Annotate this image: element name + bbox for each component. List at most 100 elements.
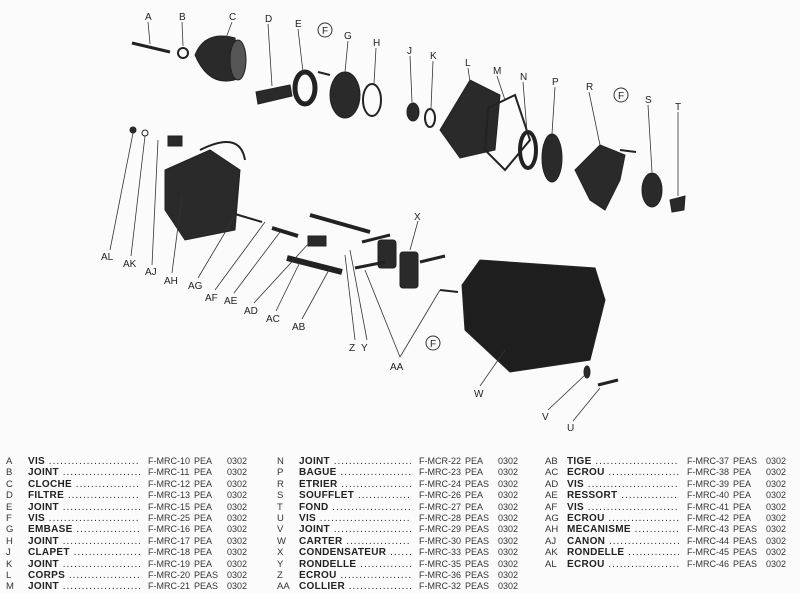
part-name: JOINT <box>28 467 140 478</box>
part-number: 0302 <box>766 490 787 501</box>
part-name: ÉCROU <box>567 559 679 570</box>
part-number: 0302 <box>227 467 248 478</box>
part-ref: S <box>277 490 284 502</box>
callout-t: T <box>675 102 681 113</box>
part-number: 0302 <box>227 478 248 489</box>
part-code: F-MRC-44 <box>687 535 729 546</box>
part-number: 0302 <box>498 569 519 580</box>
part-ref: C <box>6 478 13 490</box>
part-j-valve <box>406 102 420 122</box>
part-type: PEA <box>465 490 484 501</box>
part-number: 0302 <box>766 478 787 489</box>
callout-a: A <box>145 12 152 23</box>
part-name: CANON <box>567 536 679 547</box>
part-code: F-MRC-25 <box>148 512 190 523</box>
part-s-bellows <box>641 172 663 208</box>
part-ref: Z <box>277 569 283 581</box>
part-number: 0302 <box>498 558 519 569</box>
part-type: PEAS <box>465 569 490 580</box>
part-name: ÉTRIER <box>299 479 411 490</box>
part-ref: K <box>6 558 13 570</box>
part-number: 0302 <box>498 456 519 466</box>
part-ref: AA <box>277 581 290 593</box>
part-b-seal <box>177 47 189 59</box>
part-number: 0302 <box>227 569 248 580</box>
part-type: PEA <box>194 478 213 489</box>
part-name: BAGUE <box>299 467 411 478</box>
callout-al: AL <box>101 252 114 263</box>
part-ref: AL <box>545 558 557 570</box>
part-code: F-MRC-45 <box>687 547 729 558</box>
part-ref: F <box>6 512 12 524</box>
part-ref: AC <box>545 467 559 479</box>
callout-v: V <box>542 412 549 423</box>
callout-h: H <box>373 38 380 49</box>
part-ak-washer <box>141 129 149 137</box>
part-code: F-MRC-41 <box>687 501 729 512</box>
part-code: F-MRC-11 <box>148 467 190 478</box>
part-name: JOINT <box>28 536 140 547</box>
callout-c: C <box>229 12 236 23</box>
part-name: ÉCROU <box>567 467 679 478</box>
part-code: F-MRC-30 <box>419 535 461 546</box>
part-code: F-MRC-46 <box>687 558 729 569</box>
part-ref: X <box>277 547 284 559</box>
part-number: 0302 <box>766 467 787 478</box>
part-ref: U <box>277 512 284 524</box>
part-type: PEAS <box>465 547 490 558</box>
part-name: JOINT <box>299 524 411 535</box>
callout-circle <box>317 22 333 38</box>
part-r-stirrup <box>574 144 626 211</box>
callout-x: X <box>414 212 421 223</box>
callout-labels: A B C D E F G H J K L M N P R F S T AL A… <box>101 12 681 434</box>
part-ref: P <box>277 467 284 479</box>
part-code: F-MRC-18 <box>148 547 190 558</box>
part-code: F-MRC-28 <box>419 512 461 523</box>
part-type: PEA <box>733 467 752 478</box>
callout-z: Z <box>349 343 355 354</box>
part-name: TIGE <box>567 456 679 467</box>
part-m-seal <box>483 93 532 172</box>
callout-l: L <box>465 58 471 69</box>
part-name: JOINT <box>28 559 140 570</box>
part-number: 0302 <box>766 524 787 535</box>
part-ref: L <box>6 569 12 581</box>
part-l-body <box>439 79 501 159</box>
callout-ag: AG <box>188 281 203 292</box>
part-type: PEAS <box>465 478 490 489</box>
part-h-seal <box>362 83 382 117</box>
leader-lines <box>109 21 679 422</box>
part-name: JOINT <box>28 581 140 592</box>
part-code: F-MRC-15 <box>148 501 190 512</box>
part-number: 0302 <box>227 581 248 592</box>
part-name: CORPS <box>28 570 140 581</box>
callout-aa: AA <box>390 362 404 373</box>
part-ref: AH <box>545 524 559 536</box>
part-f-screw <box>317 71 331 76</box>
part-type: PEAS <box>465 524 490 535</box>
part-number: 0302 <box>498 524 519 535</box>
part-code: F-MRC-35 <box>419 558 461 569</box>
part-number: 0302 <box>766 547 787 558</box>
part-type: PEA <box>465 467 484 478</box>
callout-p: P <box>552 77 559 88</box>
part-type: PEA <box>194 456 213 466</box>
part-code: F-MRC-20 <box>148 569 190 580</box>
part-number: 0302 <box>227 501 248 512</box>
part-ref: AB <box>545 456 558 467</box>
part-code: F-MRC-12 <box>148 478 190 489</box>
part-type: PEA <box>733 490 752 501</box>
part-name: RESSORT <box>567 490 679 501</box>
part-name: CLOCHE <box>28 479 140 490</box>
part-code: F-MRC-17 <box>148 535 190 546</box>
part-type: PEAS <box>733 524 758 535</box>
part-ref: D <box>6 490 13 502</box>
part-code: F-MRC-36 <box>419 569 461 580</box>
part-code: F-MRC-24 <box>419 478 461 489</box>
callout-k: K <box>430 51 437 62</box>
part-n-seal <box>518 130 538 170</box>
part-aa-collar <box>354 233 446 270</box>
part-name: SOUFFLET <box>299 490 411 501</box>
part-type: PEA <box>733 512 752 523</box>
part-number: 0302 <box>766 456 787 466</box>
